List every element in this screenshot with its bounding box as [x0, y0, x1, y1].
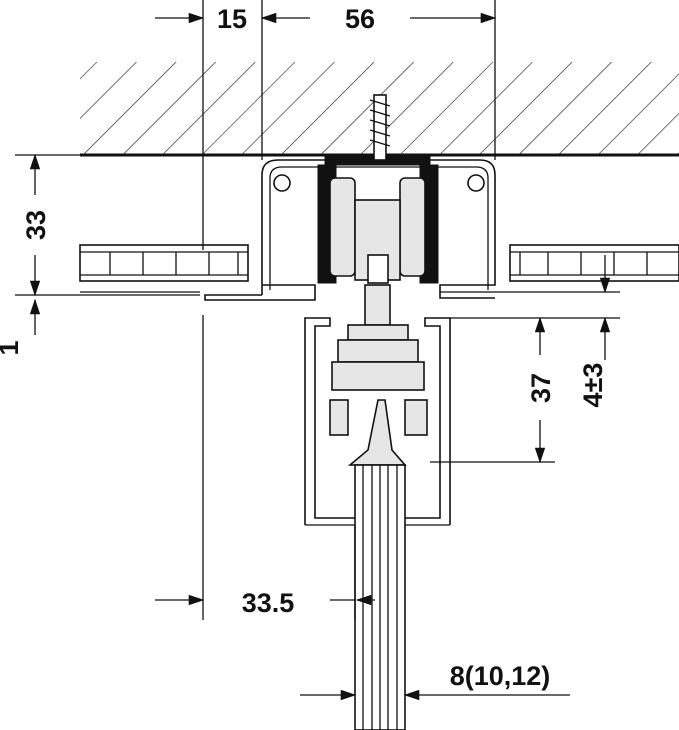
dim-door-offset: 33.5 — [242, 588, 295, 618]
dim-carrier-height: 37 — [526, 373, 556, 403]
ceiling-panel-left — [79, 244, 249, 293]
dim-track-height: 33 — [21, 210, 51, 240]
door-rail-profile — [304, 317, 451, 526]
ceiling-panel-right — [440, 244, 679, 293]
dim-glass-thickness: 8(10,12) — [450, 661, 551, 691]
glass-door — [354, 464, 406, 730]
screw — [369, 94, 391, 161]
dimension-lines — [15, 0, 620, 701]
dim-offset-wall: 15 — [217, 4, 247, 34]
roller-carriage — [317, 164, 439, 391]
dim-gap: 1 — [0, 340, 24, 355]
dim-track-width: 56 — [345, 4, 375, 34]
dim-adjustment: 4±3 — [578, 363, 608, 408]
